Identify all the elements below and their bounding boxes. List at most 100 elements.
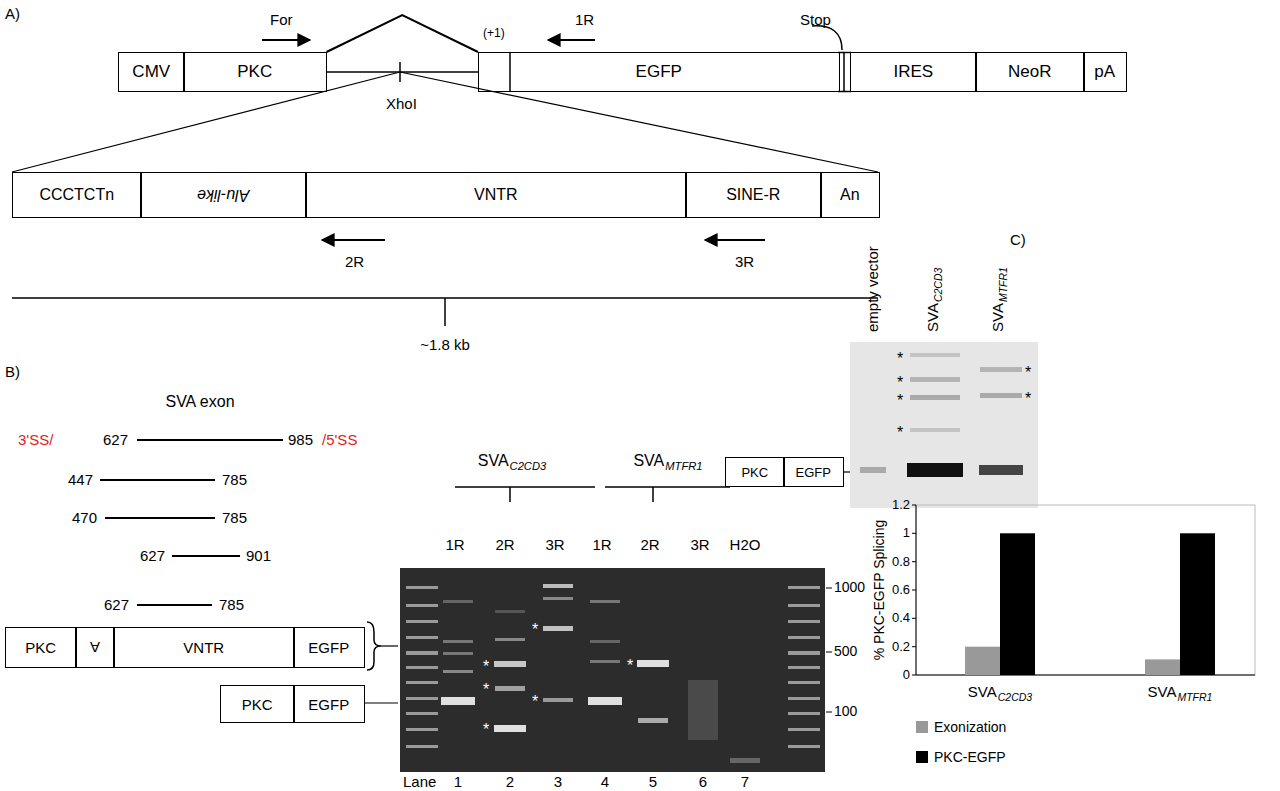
blot-band bbox=[910, 395, 960, 400]
ladder-band bbox=[788, 586, 820, 589]
gel-band bbox=[443, 652, 473, 655]
figure-label: SVA bbox=[924, 303, 941, 332]
blot-band bbox=[907, 463, 963, 477]
label-group: SVAMTFR1 bbox=[633, 452, 702, 473]
figure-label: SVA bbox=[968, 683, 997, 700]
construct-box: PKC bbox=[183, 52, 327, 92]
figure-label: 1.2 bbox=[892, 498, 910, 512]
axis-tick bbox=[912, 590, 916, 591]
blot-bands bbox=[860, 353, 1023, 477]
figure-label: SVA bbox=[1148, 683, 1177, 700]
bar bbox=[1180, 533, 1215, 675]
label-group: SVAC2CD3 bbox=[925, 268, 945, 332]
ladder-band bbox=[406, 728, 438, 731]
figure-label: 0.8 bbox=[892, 555, 910, 569]
ladder-band bbox=[406, 712, 438, 715]
gel-band bbox=[543, 597, 573, 600]
node-label: IRES bbox=[893, 62, 933, 82]
gel-band bbox=[441, 697, 475, 705]
blot-band bbox=[910, 353, 960, 357]
ladder-band bbox=[788, 636, 820, 639]
axis-tick bbox=[912, 505, 916, 506]
figure-label: 2R bbox=[495, 537, 514, 554]
exon-divider bbox=[509, 52, 511, 92]
figure-label: SVA bbox=[989, 303, 1006, 332]
figure-label: 470 bbox=[72, 510, 97, 527]
marker-tick bbox=[826, 588, 832, 589]
figure-label: XhoI bbox=[386, 96, 417, 113]
gel-band bbox=[588, 697, 622, 705]
gel-band bbox=[494, 661, 526, 667]
ladder-band bbox=[406, 666, 438, 669]
node-label: PKC bbox=[237, 62, 272, 82]
gel-band bbox=[443, 670, 473, 673]
band-marker: * bbox=[897, 392, 903, 410]
gel-smear bbox=[688, 680, 718, 740]
figure-label: 785 bbox=[222, 510, 247, 527]
axis-tick bbox=[912, 675, 916, 676]
band-marker: * bbox=[532, 693, 538, 711]
primer-arrow bbox=[705, 239, 765, 241]
scale-tick bbox=[444, 298, 446, 326]
gel-band bbox=[590, 660, 620, 663]
blot-band bbox=[910, 377, 960, 382]
ladder-band bbox=[788, 697, 820, 700]
figure-label: 7 bbox=[741, 774, 749, 791]
bar bbox=[1000, 533, 1035, 675]
gel-band bbox=[495, 638, 525, 641]
legend-swatch bbox=[916, 721, 928, 733]
band-marker: * bbox=[483, 721, 489, 739]
blot-image bbox=[850, 342, 1038, 508]
figure-label: MTFR1 bbox=[1177, 691, 1212, 703]
gel-image bbox=[400, 568, 825, 772]
stop-leader bbox=[812, 26, 842, 50]
figure-label: (+1) bbox=[483, 27, 505, 40]
figure-label: 1R bbox=[575, 12, 594, 29]
node-label: EGFP bbox=[308, 639, 349, 656]
bar bbox=[1145, 659, 1180, 675]
plot-frame bbox=[916, 505, 1255, 675]
construct-box: VNTR bbox=[113, 627, 295, 668]
figure-label: 3R bbox=[690, 537, 709, 554]
node-label: EGFP bbox=[636, 62, 682, 82]
figure-label: 2R bbox=[345, 254, 364, 271]
figure-label: 627 bbox=[103, 432, 128, 449]
legend-label: Exonization bbox=[934, 719, 1006, 735]
construct-box: IRES bbox=[850, 52, 977, 92]
construct-box: EGFP bbox=[783, 457, 844, 487]
figure-label: 1 bbox=[903, 526, 910, 540]
figure-label: 3R bbox=[735, 254, 754, 271]
figure-label: 5 bbox=[649, 774, 657, 791]
gel-band bbox=[638, 718, 668, 723]
construct-box: pA bbox=[1083, 52, 1127, 92]
group-line bbox=[455, 486, 595, 488]
figure-label: C2CD3 bbox=[510, 460, 547, 472]
blot-band bbox=[980, 393, 1022, 398]
node-label: VNTR bbox=[183, 639, 224, 656]
node-label: NeoR bbox=[1008, 62, 1051, 82]
figure-label: 6 bbox=[699, 774, 707, 791]
figure-label: 1 bbox=[454, 774, 462, 791]
figure-label: Lane bbox=[403, 774, 436, 791]
ladder-band bbox=[788, 681, 820, 684]
node-label: Alu-like bbox=[197, 186, 249, 204]
figure-label: 100 bbox=[834, 704, 857, 719]
figure-label: 627 bbox=[104, 597, 129, 614]
ladder-band bbox=[406, 620, 438, 623]
figure-label: H2O bbox=[730, 537, 761, 554]
figure-label: 0.6 bbox=[892, 583, 910, 597]
legend-swatch bbox=[916, 751, 928, 763]
node-label: A bbox=[90, 639, 100, 656]
expansion-line bbox=[12, 72, 400, 172]
ladder-band bbox=[788, 604, 820, 607]
blot-band bbox=[910, 428, 960, 432]
figure-label: 985 bbox=[288, 432, 313, 449]
exon-line bbox=[100, 479, 215, 481]
blot-band bbox=[980, 367, 1022, 372]
construct-box: SINE-R bbox=[685, 172, 822, 218]
node-label: PKC bbox=[242, 696, 273, 713]
band-marker: * bbox=[532, 621, 538, 639]
axis-tick bbox=[912, 618, 916, 619]
node-label: VNTR bbox=[474, 186, 518, 204]
bracket bbox=[367, 622, 381, 670]
